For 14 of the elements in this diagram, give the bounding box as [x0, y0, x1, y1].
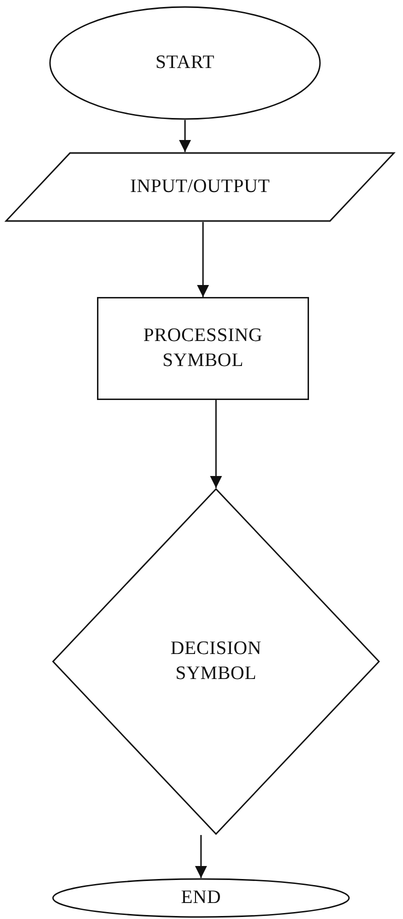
arrow [197, 222, 209, 297]
start-terminal-oval [49, 6, 321, 120]
node-label: INPUT/OUTPUT [130, 174, 270, 199]
end-terminal-oval [52, 878, 350, 918]
node-label: END [181, 886, 221, 910]
node-label: PROCESSING SYMBOL [142, 324, 264, 372]
node-label: DECISION SYMBOL [169, 636, 263, 686]
arrow [179, 120, 191, 152]
decision-diamond [52, 488, 380, 835]
input-output-parallelogram [5, 152, 395, 222]
node-label: START [155, 50, 214, 75]
process-box [97, 297, 309, 400]
arrow [210, 400, 222, 488]
arrow [195, 835, 207, 878]
